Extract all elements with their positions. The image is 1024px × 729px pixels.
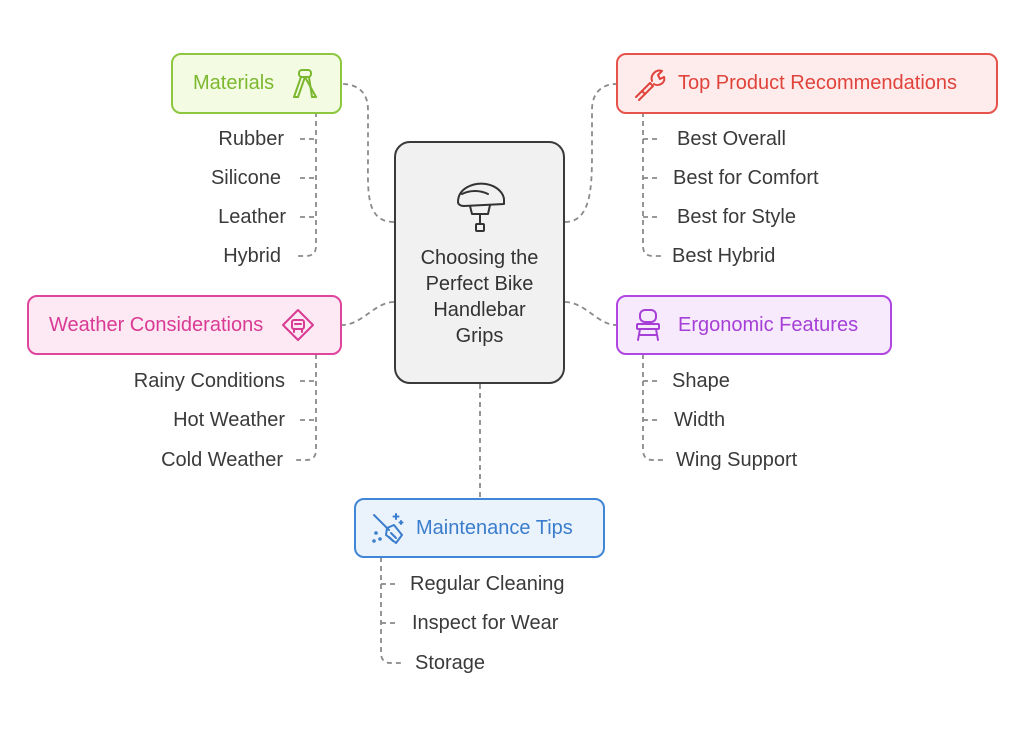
materials-item-silicone: Silicone [210, 167, 281, 189]
materials-item-hybrid: Hybrid [223, 245, 281, 267]
weather-item-hot-weather: Hot Weather [173, 409, 285, 431]
top-products-item-best-for-comfort: Best for Comfort [673, 167, 819, 189]
ergonomic-item-width: Width [674, 409, 726, 431]
top-products-item-best-overall: Best Overall [677, 128, 786, 150]
top-products-label: Top Product Recommendations [678, 72, 958, 94]
chair-icon [634, 308, 662, 342]
broom-icon [370, 511, 404, 545]
materials-label: Materials [193, 72, 275, 94]
weather-item-rainy-conditions: Rainy Conditions [133, 370, 285, 392]
bike-helmet-icon [450, 176, 510, 239]
ergonomic-item-wing-support: Wing Support [676, 449, 798, 471]
materials-item-rubber: Rubber [218, 128, 284, 150]
central-topic-node: Choosing the Perfect Bike Handlebar Grip… [394, 141, 565, 384]
weather-item-cold-weather: Cold Weather [161, 449, 283, 471]
materials-node: Materials [171, 53, 342, 114]
top-products-item-best-for-style: Best for Style [677, 206, 796, 228]
maintenance-label: Maintenance Tips [416, 516, 573, 539]
maintenance-node: Maintenance Tips [354, 498, 605, 558]
wrench-icon [632, 67, 666, 101]
top-products-node: Top Product Recommendations [616, 53, 998, 114]
materials-item-leather: Leather [218, 206, 286, 228]
weather-node: Weather Considerations [27, 295, 342, 355]
weather-label: Weather Considerations [49, 313, 264, 336]
ergonomic-node: Ergonomic Features [616, 295, 892, 355]
warning-sign-icon [281, 308, 315, 342]
central-topic-title: Choosing the Perfect Bike Handlebar Grip… [420, 247, 539, 347]
maintenance-item-storage: Storage [415, 652, 486, 674]
top-products-item-best-hybrid: Best Hybrid [672, 245, 776, 267]
ergonomic-item-shape: Shape [672, 370, 730, 392]
ergonomic-label: Ergonomic Features [678, 313, 859, 336]
maintenance-item-regular-cleaning: Regular Cleaning [410, 573, 565, 595]
hand-grip-icon [288, 67, 322, 101]
maintenance-item-inspect-for-wear: Inspect for Wear [412, 612, 559, 634]
